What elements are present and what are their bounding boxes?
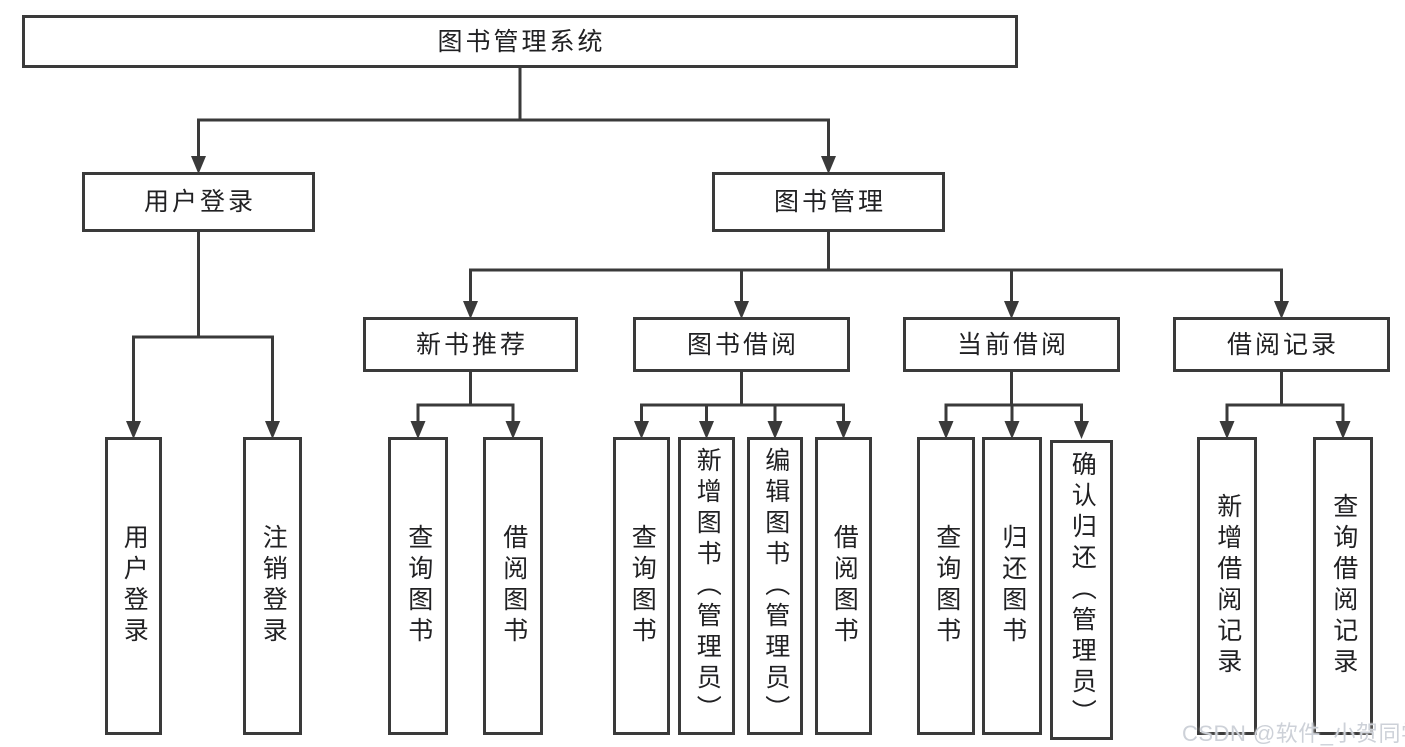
arrow-down-icon [1004, 301, 1019, 319]
leaf-query-books: 查询图书 [388, 437, 448, 735]
arrow-down-icon [699, 421, 714, 439]
leaf-query-borrow-record: 查询借阅记录 [1313, 437, 1373, 735]
leaf-borrow-books: 借阅图书 [815, 437, 872, 735]
node-label: 当前借阅 [956, 330, 1069, 359]
leaf-query-books: 查询图书 [917, 437, 975, 735]
arrow-down-icon [1074, 421, 1089, 439]
arrow-down-icon [836, 421, 851, 439]
leaf-user-login: 用户登录 [105, 437, 162, 735]
node-label: 注销登录 [259, 524, 288, 648]
leaf-confirm-return-admin: 确认归还（管理员） [1050, 440, 1113, 740]
arrow-down-icon [191, 156, 206, 174]
node-label: 图书管理系统 [437, 27, 606, 56]
arrow-down-icon [410, 421, 426, 439]
node-label: 查询图书 [404, 524, 433, 648]
node-user-login: 用户登录 [82, 172, 315, 232]
arrow-down-icon [1274, 301, 1289, 319]
node-label: 图书借阅 [686, 330, 799, 359]
node-label: 查询借阅记录 [1329, 493, 1358, 679]
node-label: 用户登录 [120, 524, 149, 648]
leaf-logout: 注销登录 [243, 437, 302, 735]
watermark: CSDN @软件_小贺同学 [1182, 721, 1405, 746]
leaf-add-book-admin: 新增图书（管理员） [678, 437, 735, 735]
arrow-down-icon [938, 421, 954, 439]
node-label: 查询图书 [628, 524, 657, 648]
node-label: 借阅图书 [830, 524, 859, 648]
leaf-add-borrow-record: 新增借阅记录 [1197, 437, 1257, 735]
arrow-down-icon [265, 421, 280, 439]
arrow-down-icon [463, 301, 478, 319]
node-new-book-recommend: 新书推荐 [363, 317, 578, 372]
node-book-borrow: 图书借阅 [633, 317, 850, 372]
node-label: 新书推荐 [415, 330, 528, 359]
node-root: 图书管理系统 [22, 15, 1018, 68]
leaf-return-books: 归还图书 [982, 437, 1042, 735]
node-book-management: 图书管理 [712, 172, 945, 232]
leaf-borrow-books: 借阅图书 [483, 437, 543, 735]
arrow-down-icon [1219, 421, 1235, 439]
arrow-down-icon [1335, 421, 1351, 439]
arrow-down-icon [734, 301, 749, 319]
node-current-borrow: 当前借阅 [903, 317, 1120, 372]
node-label: 编辑图书（管理员） [761, 446, 790, 726]
arrow-down-icon [126, 421, 141, 439]
arrow-down-icon [505, 421, 521, 439]
node-label: 借阅图书 [499, 524, 528, 648]
arrow-down-icon [1004, 421, 1020, 439]
node-label: 借阅记录 [1226, 330, 1339, 359]
leaf-edit-book-admin: 编辑图书（管理员） [747, 437, 803, 735]
node-label: 用户登录 [143, 188, 256, 216]
arrow-down-icon [634, 421, 649, 439]
node-label: 归还图书 [998, 524, 1027, 648]
node-label: 新增图书（管理员） [693, 446, 722, 726]
arrow-down-icon [767, 421, 783, 439]
leaf-query-books: 查询图书 [613, 437, 670, 735]
node-label: 确认归还（管理员） [1068, 450, 1097, 730]
node-borrow-records: 借阅记录 [1173, 317, 1390, 372]
arrow-down-icon [821, 156, 836, 174]
node-label: 图书管理 [773, 188, 886, 216]
node-label: 查询图书 [932, 524, 961, 648]
node-label: 新增借阅记录 [1213, 493, 1242, 679]
